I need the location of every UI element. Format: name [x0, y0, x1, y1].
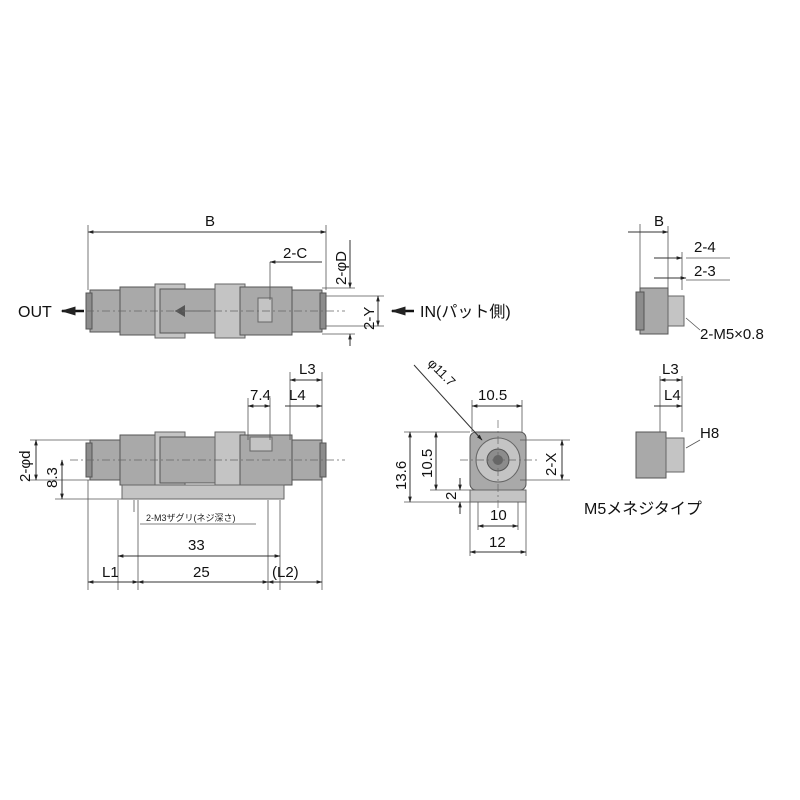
m5-front-body [635, 431, 667, 479]
dim-2y-label: 2-Y [361, 307, 378, 330]
dim-2-m5-label: 2-M5×0.8 [700, 326, 764, 343]
dim-2phiD-label: 2-φD [333, 251, 350, 285]
dim-25-label: 25 [193, 564, 210, 581]
dim-12-label: 12 [489, 534, 506, 551]
dim-b-right-label: B [654, 213, 664, 230]
m5-detail-view: B 2-4 2-3 2-M5×0.8 L3 L4 H8 M5メネジタイプ [584, 213, 764, 518]
front-view: L3 L4 7.4 2-φd 8.3 2-M3ザグリ(ネジ深さ) 33 L1 2… [17, 361, 345, 590]
dim-2c-label: 2-C [283, 245, 307, 262]
dim-10-5-top-label: 10.5 [478, 387, 507, 404]
out-label: OUT [18, 304, 52, 321]
dim-2-4-label: 2-4 [694, 239, 716, 256]
dim-2-label: 2 [443, 492, 460, 500]
dim-l1-label: L1 [102, 564, 119, 581]
dim-2x-label: 2-X [543, 453, 560, 476]
dim-l3-right-label: L3 [662, 361, 679, 378]
dim-l2-label: (L2) [272, 564, 299, 581]
dim-2phid-label: 2-φd [17, 451, 34, 482]
mount-note-label: 2-M3ザグリ(ネジ深さ) [146, 512, 236, 523]
dim-10-5-side-label: 10.5 [419, 449, 436, 478]
dim-h8-label: H8 [700, 425, 719, 442]
dim-l4-label: L4 [289, 387, 306, 404]
dim-10-label: 10 [490, 507, 507, 524]
dim-13-6-label: 13.6 [393, 461, 410, 490]
dim-l4-right-label: L4 [664, 387, 681, 404]
dim-33-label: 33 [188, 537, 205, 554]
dim-b-label: B [205, 213, 215, 230]
side-view: φ11.7 10.5 13.6 10.5 2 2-X 10 12 [393, 356, 570, 556]
mounting-base [121, 484, 285, 500]
dim-phi-11-7-label: φ11.7 [425, 356, 459, 390]
top-view: B 2-C 2-φD 2-Y OUT IN(パット側 [18, 213, 511, 346]
dim-l3-label: L3 [299, 361, 316, 378]
m5-type-caption: M5メネジタイプ [584, 500, 702, 518]
dim-7-4-label: 7.4 [250, 387, 271, 404]
dim-8-3-label: 8.3 [44, 467, 61, 488]
dim-2-3-label: 2-3 [694, 263, 716, 280]
in-label: IN(パット側) [420, 303, 511, 321]
m5-port [667, 295, 685, 327]
